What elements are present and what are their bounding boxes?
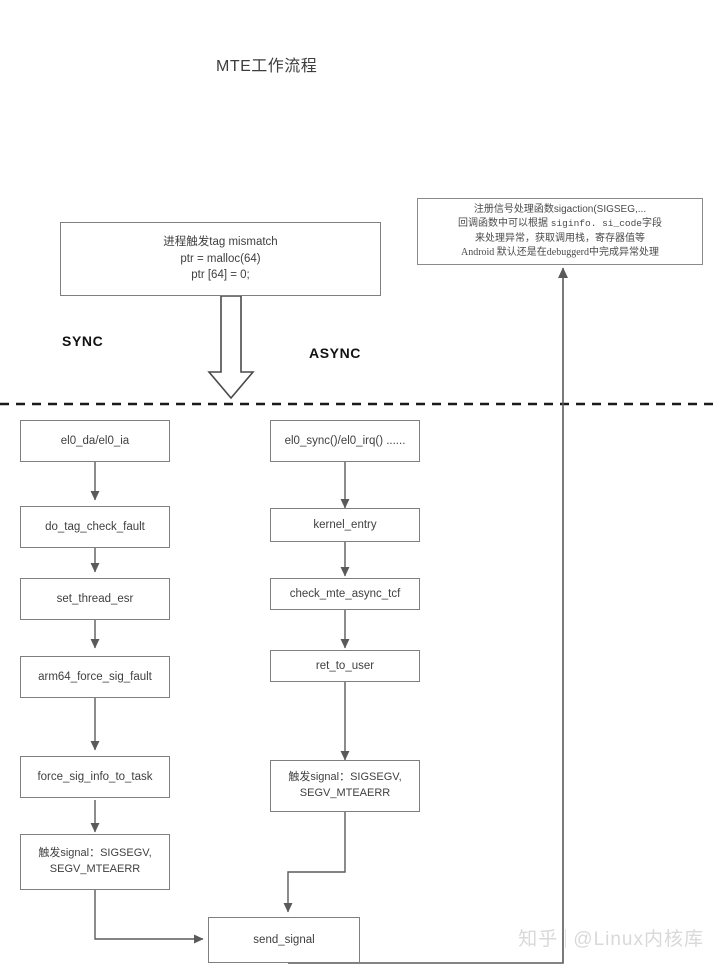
node-label: ret_to_user (315, 659, 375, 672)
note-line-2-code: siginfo. si_code (550, 218, 642, 230)
note-signal-handler-registration[interactable]: 注册信号处理函数sigaction(SIGSEG,... 回调函数中可以根据 s… (417, 198, 703, 265)
trigger-line-3: ptr [64] = 0; (191, 269, 250, 282)
trigger-line-1: 进程触发tag mismatch (163, 235, 278, 248)
swimlane-label-sync: SYNC (62, 333, 104, 349)
watermark-handle: @Linux内核库 (573, 929, 704, 950)
watermark-brand: 知乎 (518, 929, 559, 950)
node-set-thread-esr[interactable]: set_thread_esr (20, 578, 170, 620)
page-title: MTE工作流程 (216, 58, 318, 75)
node-label: el0_sync()/el0_irq() ...... (284, 434, 406, 447)
node-do-tag-check-fault[interactable]: do_tag_check_fault (20, 506, 170, 548)
node-el0-sync-el0-irq[interactable]: el0_sync()/el0_irq() ...... (270, 420, 420, 462)
node-kernel-entry[interactable]: kernel_entry (270, 508, 420, 542)
node-label: force_sig_info_to_task (37, 770, 153, 783)
node-label: arm64_force_sig_fault (38, 670, 152, 683)
trigger-line-2: ptr = malloc(64) (180, 252, 261, 265)
note-line-4: Android 默认还是在debuggerd中完成异常处理 (460, 246, 660, 258)
node-label: check_mte_async_tcf (289, 587, 401, 600)
node-send-signal[interactable]: send_signal (208, 917, 360, 963)
node-label-2: SEGV_MTEAERR (299, 787, 391, 799)
node-check-mte-async-tcf[interactable]: check_mte_async_tcf (270, 578, 420, 610)
node-label: el0_da/el0_ia (60, 434, 130, 447)
note-line-2-suffix: 字段 (642, 218, 662, 230)
node-trigger-tag-mismatch[interactable]: 进程触发tag mismatch ptr = malloc(64) ptr [6… (60, 222, 381, 296)
node-label: do_tag_check_fault (45, 520, 145, 533)
node-async-trigger-signal[interactable]: 触发signal：SIGSEGV, SEGV_MTEAERR (270, 760, 420, 812)
note-line-3: 来处理异常，获取调用栈，寄存器值等 (475, 232, 645, 244)
block-arrow-down (207, 295, 255, 400)
node-el0-da-el0-ia[interactable]: el0_da/el0_ia (20, 420, 170, 462)
note-line-1: 注册信号处理函数sigaction(SIGSEG,... (473, 204, 647, 216)
async-to-send-signal-connector (283, 812, 346, 913)
node-label: set_thread_esr (56, 592, 134, 605)
note-line-2-prefix: 回调函数中可以根据 (458, 218, 551, 230)
send-signal-to-note-connector (288, 267, 569, 964)
node-label: send_signal (253, 933, 315, 946)
node-sync-trigger-signal[interactable]: 触发signal：SIGSEGV, SEGV_MTEAERR (20, 834, 170, 890)
node-label: 触发signal：SIGSEGV, (288, 771, 402, 784)
node-label: 触发signal：SIGSEGV, (38, 847, 152, 860)
swimlane-label-async: ASYNC (309, 345, 362, 361)
note-line-2: 回调函数中可以根据 siginfo. si_code字段 (458, 217, 662, 231)
node-force-sig-info-to-task[interactable]: force_sig_info_to_task (20, 756, 170, 798)
node-arm64-force-sig-fault[interactable]: arm64_force_sig_fault (20, 656, 170, 698)
node-label-2: SEGV_MTEAERR (49, 863, 141, 875)
sync-to-send-signal-connector (94, 890, 204, 944)
node-ret-to-user[interactable]: ret_to_user (270, 650, 420, 682)
watermark-divider (565, 929, 567, 948)
watermark: 知乎 @Linux内核库 (518, 924, 704, 951)
node-label: kernel_entry (313, 518, 377, 531)
